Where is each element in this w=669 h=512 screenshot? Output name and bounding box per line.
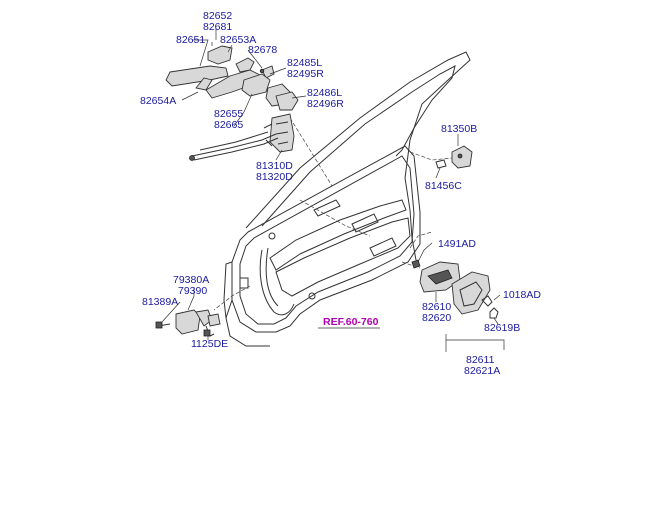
- label-82485L: 82485L: [287, 57, 322, 69]
- label-82619B: 82619B: [484, 322, 520, 334]
- label-82486L: 82486L: [307, 87, 342, 99]
- label-82621A: 82621A: [464, 365, 500, 377]
- outside-handle-group: [165, 45, 299, 111]
- label-81389A: 81389A: [142, 296, 178, 308]
- label-81310D: 81310D: [256, 160, 293, 172]
- label-1018AD: 1018AD: [503, 289, 541, 301]
- label-82665: 82665: [214, 119, 243, 131]
- reference-label[interactable]: REF.60-760: [323, 316, 379, 328]
- label-82620: 82620: [422, 312, 451, 324]
- label-79380A: 79380A: [173, 274, 209, 286]
- label-82496R: 82496R: [307, 98, 344, 110]
- label-82610: 82610: [422, 301, 451, 313]
- latch-assembly: [189, 113, 295, 161]
- part-labels: 82652 82681 82651 82653A 82678 82485L 82…: [140, 10, 541, 377]
- label-82654A: 82654A: [140, 95, 176, 107]
- label-1125DE: 1125DE: [191, 338, 228, 350]
- hinge-group: [155, 309, 221, 337]
- label-82681: 82681: [203, 21, 232, 33]
- label-82678: 82678: [248, 44, 277, 56]
- label-82655: 82655: [214, 108, 243, 120]
- label-79390: 79390: [178, 285, 207, 297]
- door-shell: [213, 51, 471, 347]
- label-1491AD: 1491AD: [438, 238, 476, 250]
- label-82651: 82651: [176, 34, 205, 46]
- label-82652: 82652: [203, 10, 232, 22]
- label-81456C: 81456C: [425, 180, 462, 192]
- striker-part: [435, 145, 473, 169]
- inside-handle-group: [411, 259, 499, 319]
- label-82495R: 82495R: [287, 68, 324, 80]
- label-82611: 82611: [466, 354, 495, 366]
- leader-lines: [161, 28, 505, 352]
- label-81320D: 81320D: [256, 171, 293, 183]
- label-81350B: 81350B: [441, 123, 477, 135]
- label-82653A: 82653A: [220, 34, 256, 46]
